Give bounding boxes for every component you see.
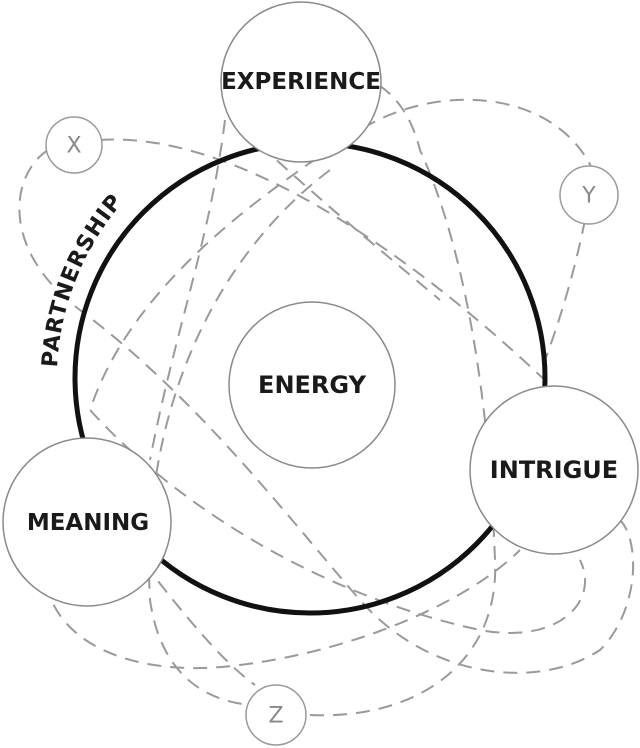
- node-energy-label: ENERGY: [258, 371, 367, 399]
- dashed-connector: [18, 149, 635, 674]
- dashed-connector: [89, 409, 586, 634]
- node-meaning-label: MEANING: [27, 510, 149, 536]
- dashed-connector: [544, 219, 586, 361]
- dashed-connector: [259, 144, 441, 301]
- dashed-connector: [43, 549, 521, 669]
- ring-label: PARTNERSHIP: [38, 189, 128, 368]
- dashed-connector: [309, 79, 497, 717]
- dashed-connectors: [18, 79, 635, 717]
- satellite-z: Z: [245, 684, 307, 746]
- node-intrigue: INTRIGUE: [469, 385, 639, 555]
- dashed-connector: [99, 138, 551, 386]
- node-energy: ENERGY: [228, 301, 396, 469]
- satellite-y: Y: [559, 165, 619, 225]
- satellite-x-label: X: [66, 134, 81, 159]
- satellite-y-label: Y: [581, 184, 596, 209]
- node-experience-label: EXPERIENCE: [221, 69, 381, 95]
- node-meaning: MEANING: [2, 437, 172, 607]
- dashed-connector: [149, 119, 226, 461]
- satellite-z-label: Z: [268, 704, 283, 729]
- satellite-x: X: [45, 116, 103, 174]
- node-intrigue-label: INTRIGUE: [490, 456, 618, 484]
- node-experience: EXPERIENCE: [220, 1, 382, 163]
